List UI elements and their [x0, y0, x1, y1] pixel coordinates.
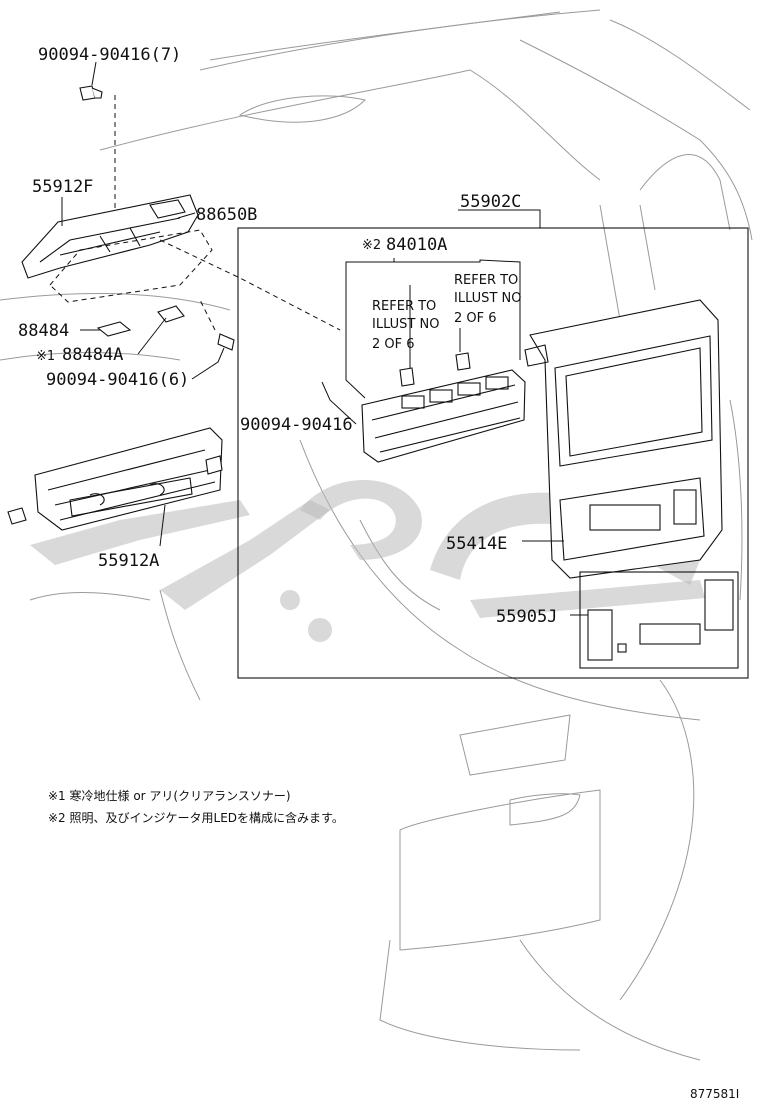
label-switch-set: 55905J	[496, 607, 557, 627]
leader-lines	[61, 61, 588, 616]
refer-left-line3: 2 OF 6	[372, 337, 415, 352]
bolt-mid-part	[199, 299, 235, 351]
label-controller: 84010A	[386, 235, 447, 255]
cover-88650b-part	[49, 229, 341, 331]
note1-mark: ※1	[36, 349, 55, 364]
label-tray-lower: 55912A	[98, 551, 159, 571]
label-bezel: 55414E	[446, 534, 507, 554]
footnote-2: ※2 照明、及びインジケータ用LEDを構成に含みます。	[48, 810, 344, 825]
label-cover-88484a: 88484A	[62, 345, 123, 365]
note2-mark: ※2	[362, 238, 381, 253]
label-bracket-upper: 55912F	[32, 177, 93, 197]
tray-lower-part	[7, 427, 223, 531]
vehicle-outline	[0, 9, 753, 1061]
switch-set-part	[579, 571, 739, 669]
refer-right-line3: 2 OF 6	[454, 311, 497, 326]
bracket-upper-part	[21, 194, 199, 279]
label-cover-88650b: 88650B	[196, 205, 257, 225]
assembly-frame	[237, 227, 749, 679]
label-panel-assy: 55902C	[460, 192, 521, 212]
cover-88484-part	[96, 321, 132, 337]
watermark	[30, 480, 705, 642]
label-cover-88484: 88484	[18, 321, 69, 341]
drawing-number: 877581I	[690, 1087, 739, 1101]
label-bolt-inner: 90094-90416	[240, 415, 353, 435]
controller-part	[361, 352, 526, 463]
label-bolt-mid: 90094-90416(6)	[46, 370, 189, 390]
panel-assy-part	[524, 299, 723, 579]
bezel-part	[559, 477, 705, 561]
refer-left-line1: REFER TO	[372, 299, 436, 314]
footnote-1: ※1 寒冷地仕様 or アリ(クリアランスソナー)	[48, 788, 291, 803]
bolt-top-part	[79, 85, 116, 215]
refer-right-line1: REFER TO	[454, 273, 518, 288]
label-bolt-top: 90094-90416(7)	[38, 45, 181, 65]
refer-left-line2: ILLUST NO	[372, 317, 439, 332]
cover-88484a-part	[157, 305, 185, 323]
refer-right-line2: ILLUST NO	[454, 291, 521, 306]
